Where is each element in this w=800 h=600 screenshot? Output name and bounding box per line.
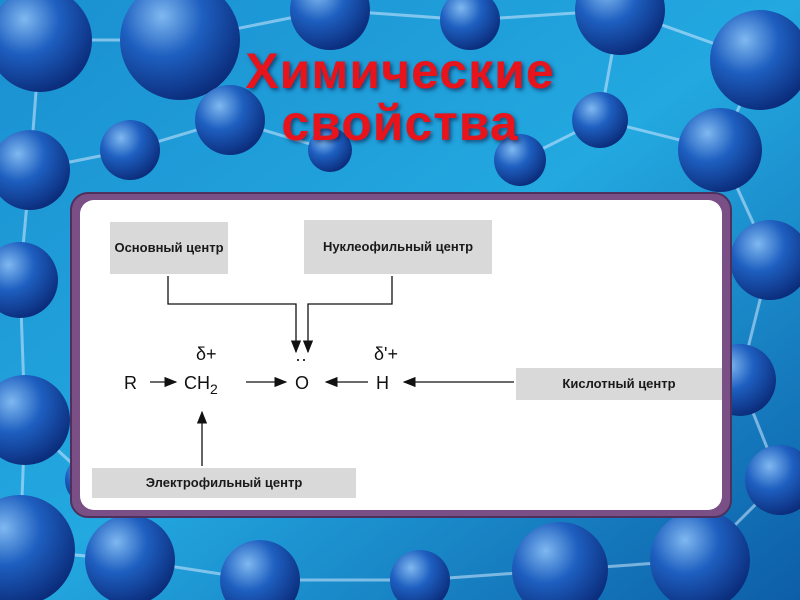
r-group: R	[124, 373, 137, 393]
molecule-sphere	[745, 445, 800, 515]
molecule-sphere	[220, 540, 300, 600]
title-line-1: Химические	[245, 43, 555, 99]
molecule-sphere	[85, 515, 175, 600]
diagram-frame: R CH2 O ·· H δ+ δ'+ Основный центр Нукле…	[70, 192, 732, 518]
oxygen-atom: O	[295, 373, 309, 393]
ch2-group: CH2	[184, 373, 218, 397]
reaction-centers-diagram: R CH2 O ·· H δ+ δ'+	[124, 276, 514, 466]
molecule-sphere	[100, 120, 160, 180]
acid-center-label: Кислотный центр	[516, 368, 722, 400]
hydrogen-atom: H	[376, 373, 389, 393]
delta-ch2: δ+	[196, 344, 217, 364]
oxygen-lone-pair: ··	[295, 349, 307, 369]
electrophilic-center-label: Электрофильный центр	[92, 468, 356, 498]
molecule-sphere	[308, 128, 352, 172]
title-line-2: свойства	[281, 95, 519, 151]
molecule-sphere	[440, 0, 500, 50]
molecule-sphere	[650, 510, 750, 600]
nucleophilic-center-label: Нуклеофильный центр	[304, 220, 492, 274]
delta-h: δ'+	[374, 344, 398, 364]
basic-center-label: Основный центр	[110, 222, 228, 274]
nucleophilic-center-arrow	[302, 276, 393, 354]
ch2-text: CH	[184, 373, 210, 393]
molecule-sphere	[290, 0, 370, 50]
molecule-sphere	[512, 522, 608, 600]
molecule-sphere	[730, 220, 800, 300]
molecule-sphere	[195, 85, 265, 155]
basic-center-arrow	[167, 276, 302, 354]
molecule-sphere	[0, 375, 70, 465]
molecule-sphere	[678, 108, 762, 192]
slide-title: Химические свойства	[0, 45, 800, 149]
molecule-sphere	[0, 242, 58, 318]
molecule-sphere	[120, 0, 240, 100]
molecule-sphere	[390, 550, 450, 600]
ch2-subscript: 2	[210, 381, 218, 397]
molecule-sphere	[572, 92, 628, 148]
molecule-sphere	[0, 495, 75, 600]
diagram-panel: R CH2 O ·· H δ+ δ'+ Основный центр Нукле…	[80, 200, 722, 510]
molecule-sphere	[710, 10, 800, 110]
molecule-sphere	[0, 130, 70, 210]
molecule-sphere	[575, 0, 665, 55]
molecule-sphere	[494, 134, 546, 186]
molecule-sphere	[0, 0, 92, 92]
